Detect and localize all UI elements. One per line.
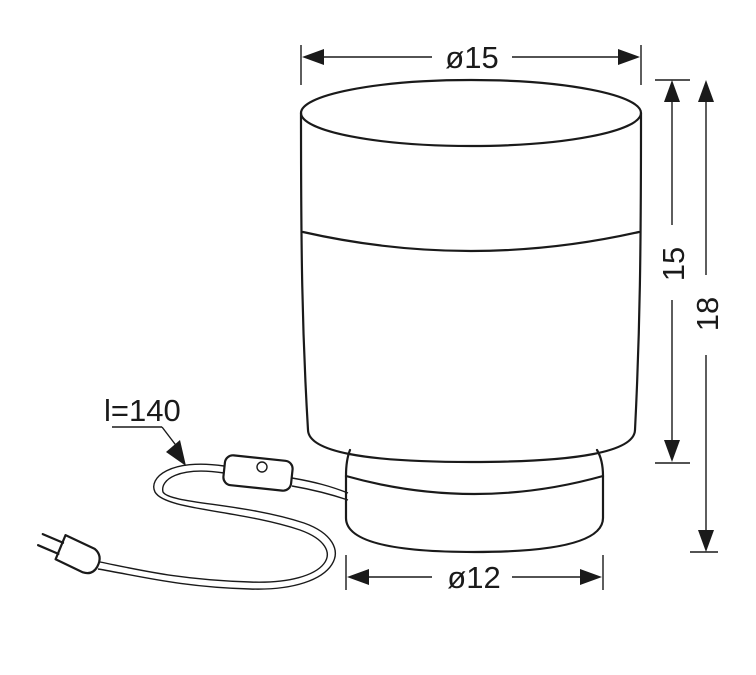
total-height-label: 18 bbox=[690, 297, 725, 331]
base-diameter-label: ø12 bbox=[447, 560, 500, 595]
arrow-down bbox=[698, 530, 714, 552]
callout-arrow bbox=[166, 440, 186, 466]
cable-to-base-2 bbox=[291, 485, 349, 501]
shade-top-rim bbox=[299, 78, 643, 148]
inline-switch bbox=[222, 454, 294, 492]
shade-height-label: 15 bbox=[656, 247, 691, 281]
arrow-up bbox=[698, 80, 714, 102]
arrow-down bbox=[664, 440, 680, 462]
cable-loop bbox=[99, 463, 328, 583]
dimension-top-diameter: ø15 bbox=[300, 40, 642, 85]
arrow-left bbox=[347, 569, 369, 585]
dimension-base-diameter: ø12 bbox=[345, 555, 604, 595]
power-cord bbox=[36, 454, 349, 590]
cable-to-base bbox=[291, 477, 349, 494]
cable-length-callout: l=140 bbox=[104, 393, 186, 466]
arrow-right bbox=[618, 49, 640, 65]
base-top-edge bbox=[344, 474, 605, 496]
arrow-up bbox=[664, 80, 680, 102]
arrow-left bbox=[302, 49, 324, 65]
arrow-right bbox=[580, 569, 602, 585]
dimension-total-height: 18 bbox=[690, 80, 725, 553]
base-outline bbox=[344, 448, 605, 554]
dimension-shade-height: 15 bbox=[655, 79, 691, 464]
switch-button bbox=[256, 461, 268, 473]
top-diameter-label: ø15 bbox=[445, 40, 498, 75]
cable-length-label: l=140 bbox=[104, 393, 181, 428]
cable-loop-2 bbox=[97, 470, 336, 590]
shade-outline bbox=[299, 111, 643, 464]
plug bbox=[36, 532, 101, 575]
lamp-shade bbox=[299, 78, 643, 464]
shade-band-line bbox=[301, 230, 641, 253]
lamp-base bbox=[344, 448, 605, 554]
